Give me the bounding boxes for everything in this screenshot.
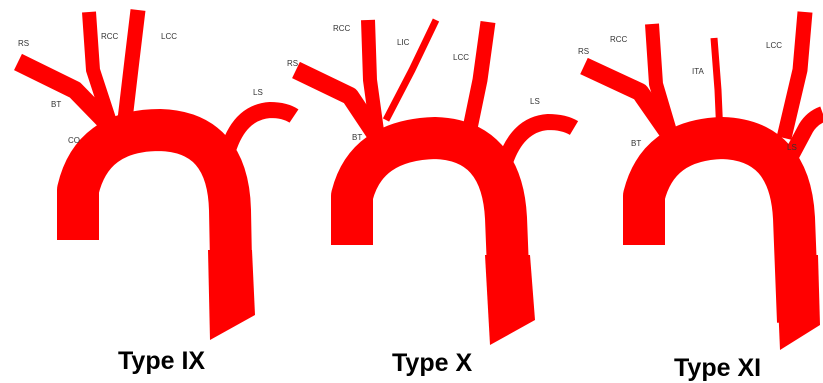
left-common-carotid-branch [784, 12, 805, 138]
label-bt: BT [51, 100, 61, 109]
label-rcc: RCC [610, 35, 628, 44]
panel-type-xi: RS RCC LCC ITA BT LS Type XI [578, 12, 823, 382]
label-lcc: LCC [766, 41, 782, 50]
label-ls: LS [787, 143, 797, 152]
label-co: CO [68, 136, 80, 145]
label-lic: LIC [397, 38, 410, 47]
panel-title: Type IX [118, 347, 205, 375]
label-rs: RS [287, 59, 298, 68]
label-bt: BT [631, 139, 641, 148]
aortic-arch [644, 138, 798, 322]
descending-aorta [208, 250, 255, 340]
label-lcc: LCC [161, 32, 177, 41]
aortic-arch-vessels-type-xi [584, 12, 823, 350]
label-rs: RS [18, 39, 29, 48]
aortic-arch-vessels-type-ix [18, 10, 294, 340]
label-ita: ITA [692, 67, 705, 76]
left-internal-carotid-branch [386, 20, 436, 120]
right-common-carotid-branch [368, 20, 378, 138]
label-rs: RS [578, 47, 589, 56]
label-rcc: RCC [333, 24, 351, 33]
panel-title: Type XI [674, 354, 761, 382]
label-rcc: RCC [101, 32, 119, 41]
left-subclavian-branch [505, 122, 574, 162]
left-common-carotid-branch [468, 22, 488, 138]
label-bt: BT [352, 133, 362, 142]
label-ls: LS [530, 97, 540, 106]
left-subclavian-branch [228, 110, 294, 150]
panel-type-ix: RS RCC LCC BT CO LS Type IX [18, 10, 294, 375]
aortic-arch [352, 138, 510, 320]
descending-aorta [485, 255, 535, 345]
panel-type-x: RCC LIC RS LCC LS BT Type X [287, 20, 574, 377]
descending-aorta [776, 255, 820, 350]
label-lcc: LCC [453, 53, 469, 62]
label-ls: LS [253, 88, 263, 97]
aortic-arch-vessels-type-x [296, 20, 574, 345]
panel-title: Type X [392, 349, 472, 377]
left-common-carotid-branch [124, 10, 138, 128]
